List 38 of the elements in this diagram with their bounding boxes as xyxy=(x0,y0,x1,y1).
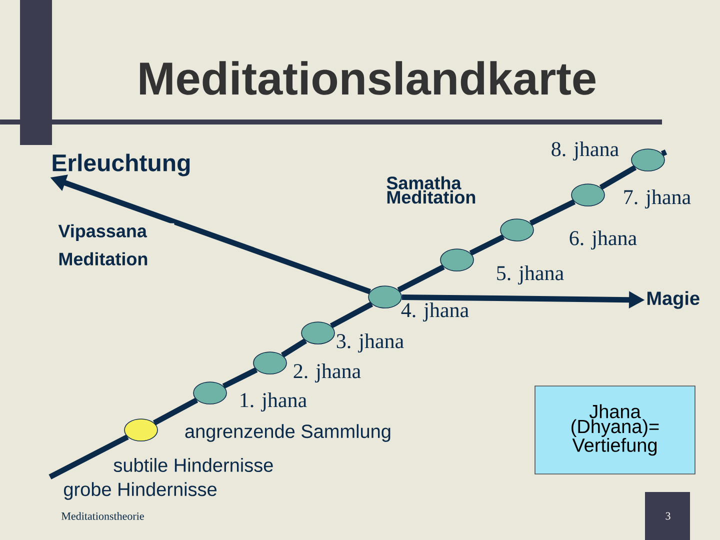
path-line xyxy=(661,149,668,156)
stage-label: 8. jhana xyxy=(552,141,619,161)
oval-marker xyxy=(193,382,227,404)
path-line xyxy=(469,234,505,256)
path-line xyxy=(280,338,308,358)
branch-label: Samatha Meditation xyxy=(386,176,476,204)
end-label: Magie xyxy=(647,291,700,309)
stage-label: 3. jhana xyxy=(336,333,404,353)
footer-text: Meditationstheorie xyxy=(62,512,144,520)
oval-marker xyxy=(500,218,534,242)
path-line xyxy=(48,434,129,480)
oval-marker xyxy=(124,418,158,442)
stage-label: angrenzende Sammlung xyxy=(185,424,390,442)
stage-label: 2. jhana xyxy=(294,363,361,383)
oval-marker xyxy=(301,322,335,344)
path-line xyxy=(599,165,637,190)
oval-marker xyxy=(368,286,402,308)
oval-marker xyxy=(571,184,605,206)
definition-box: Jhana (Dhyana)= Vertiefung xyxy=(534,386,696,474)
oval-marker xyxy=(440,248,474,272)
path-line xyxy=(152,398,198,426)
path-line xyxy=(397,264,445,293)
stage-label: 7. jhana xyxy=(624,189,691,209)
stage-label: 1. jhana xyxy=(240,392,307,412)
stage-label: subtile Hindernisse xyxy=(114,458,273,472)
page-number: 3 xyxy=(666,512,670,520)
edge-label: Vipassana Meditation xyxy=(57,223,174,266)
stage-label: grobe Hindernisse xyxy=(64,482,216,500)
path-line xyxy=(330,302,374,328)
slide-title: Meditationslandkarte xyxy=(140,61,596,95)
path-line xyxy=(529,199,576,226)
path-line xyxy=(222,367,258,389)
oval-marker xyxy=(253,352,287,374)
stage-label: 5. jhana xyxy=(497,265,564,285)
stage-label: 6. jhana xyxy=(570,230,637,250)
oval-marker xyxy=(631,148,665,172)
stage-label: 4. jhana xyxy=(401,302,469,322)
heading-text: Erleuchtung xyxy=(52,154,190,176)
